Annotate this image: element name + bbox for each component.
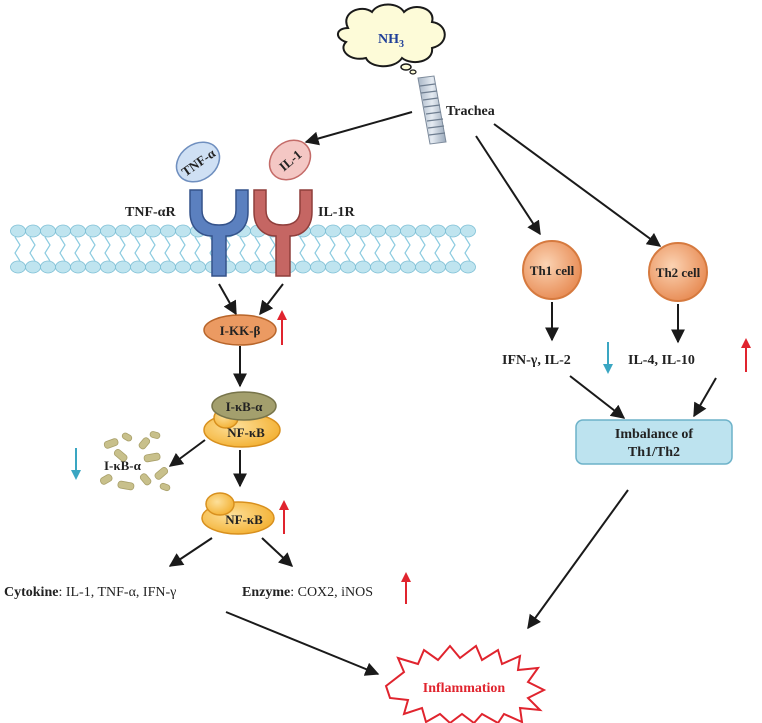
- enzyme-up-arrow-icon: [401, 572, 411, 604]
- tnf-receptor: TNF-α: [175, 141, 249, 277]
- th2-up-arrow-icon: [741, 338, 751, 372]
- th1-cytokines: IFN-γ, IL-2: [502, 353, 571, 368]
- arrow-trachea-to-th2: [493, 123, 662, 247]
- arrow-trachea-to-th1: [475, 135, 541, 236]
- imbalance-line2: Th1/Th2: [628, 445, 680, 460]
- ikk-beta-node: [203, 314, 277, 346]
- th1-cell-label: Th1 cell: [530, 263, 575, 278]
- arrow-trachea-to-receptors: [304, 111, 413, 146]
- ikk-beta-label: I-KK-β: [220, 323, 261, 338]
- arrow-nfkb-to-cytokine: [168, 537, 213, 567]
- th1-cell: Th1 cell: [522, 240, 582, 300]
- arrow-th2cyt-to-imbalance: [693, 377, 717, 418]
- ikb-down-arrow-icon: [71, 448, 81, 480]
- inflammation-label: Inflammation: [423, 681, 506, 696]
- enzyme-output: Enzyme: COX2, iNOS: [242, 585, 373, 600]
- imbalance-box: [575, 419, 733, 465]
- enzyme-list: : COX2, iNOS: [290, 585, 373, 600]
- arrow-cytokine-to-inflammation: [225, 611, 380, 676]
- active-nfkb-label: NF-κB: [225, 512, 263, 527]
- il1-receptor-label: IL-1R: [318, 205, 355, 220]
- ikk-up-arrow-icon: [277, 310, 287, 345]
- inflammation-burst: Inflammation: [384, 644, 547, 723]
- ikb-nfkb-complex: I-κB-α NF-κB: [203, 391, 281, 448]
- enzyme-heading: Enzyme: [242, 585, 290, 600]
- degraded-ikb-label: I-κB-α: [104, 458, 142, 473]
- th2-cytokines: IL-4, IL-10: [628, 353, 695, 368]
- complex-ikb-label: I-κB-α: [226, 399, 264, 414]
- nh3-label: NH3: [378, 32, 404, 50]
- il1-receptor: IL-1: [253, 139, 313, 277]
- th2-cell-label: Th2 cell: [656, 265, 701, 280]
- arrow-nfkb-to-enzyme: [261, 537, 294, 567]
- cell-membrane: [10, 224, 476, 274]
- il1-ligand: [268, 139, 312, 181]
- degraded-ikb-fragments: [100, 431, 171, 492]
- active-nfkb-node: NF-κB: [201, 492, 275, 535]
- nfkb-up-arrow-icon: [279, 500, 289, 534]
- th2-cell: Th2 cell: [648, 242, 708, 302]
- arrow-complex-to-degraded: [168, 439, 206, 467]
- trachea-icon: [417, 75, 447, 145]
- cytokine-heading: Cytokine: [4, 585, 58, 600]
- cytokine-output: Cytokine: IL-1, TNF-α, IFN-γ: [4, 585, 176, 600]
- cytokine-list: : IL-1, TNF-α, IFN-γ: [58, 585, 176, 600]
- arrow-imbalance-to-inflammation: [527, 489, 629, 630]
- arrow-tnfr-to-ikk: [218, 283, 237, 316]
- trachea-label: Trachea: [446, 104, 495, 119]
- th1-down-arrow-icon: [603, 342, 613, 374]
- arrow-th1cyt-to-imbalance: [569, 375, 626, 419]
- tnf-alpha-ligand: [175, 141, 221, 183]
- imbalance-line1: Imbalance of: [615, 427, 694, 442]
- complex-nfkb-label: NF-κB: [227, 425, 265, 440]
- tnf-receptor-label: TNF-αR: [125, 205, 176, 220]
- arrow-il1r-to-ikk: [259, 283, 284, 316]
- nh3-cloud: NH3: [337, 3, 446, 75]
